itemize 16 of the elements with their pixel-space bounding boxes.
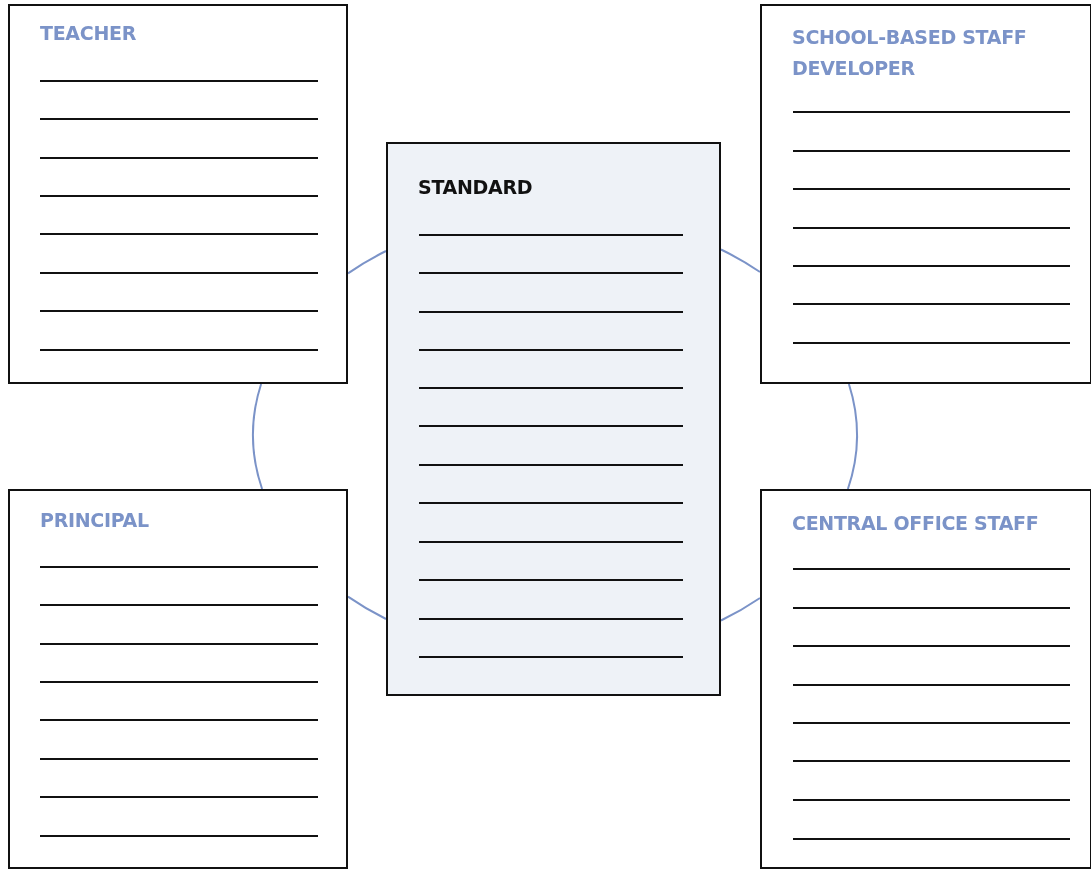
worksheet-box [386, 142, 721, 696]
box-heading: CENTRAL OFFICE STAFF [792, 511, 1040, 536]
connector-arc [720, 248, 761, 273]
worksheet-box [760, 4, 1091, 384]
box-heading: SCHOOL-BASED STAFF DEVELOPER [792, 25, 1028, 81]
connector-arc [846, 383, 858, 490]
box-heading: PRINCIPAL [40, 508, 150, 533]
box-heading: STANDARD [418, 175, 534, 200]
worksheet-box [8, 4, 348, 384]
connector-arc [252, 383, 264, 490]
connector-arc [347, 250, 387, 275]
worksheet-box [760, 489, 1091, 869]
connector-arc [720, 597, 761, 622]
worksheet-box [8, 489, 348, 869]
box-heading: TEACHER [40, 21, 137, 46]
connector-arc [347, 595, 387, 620]
